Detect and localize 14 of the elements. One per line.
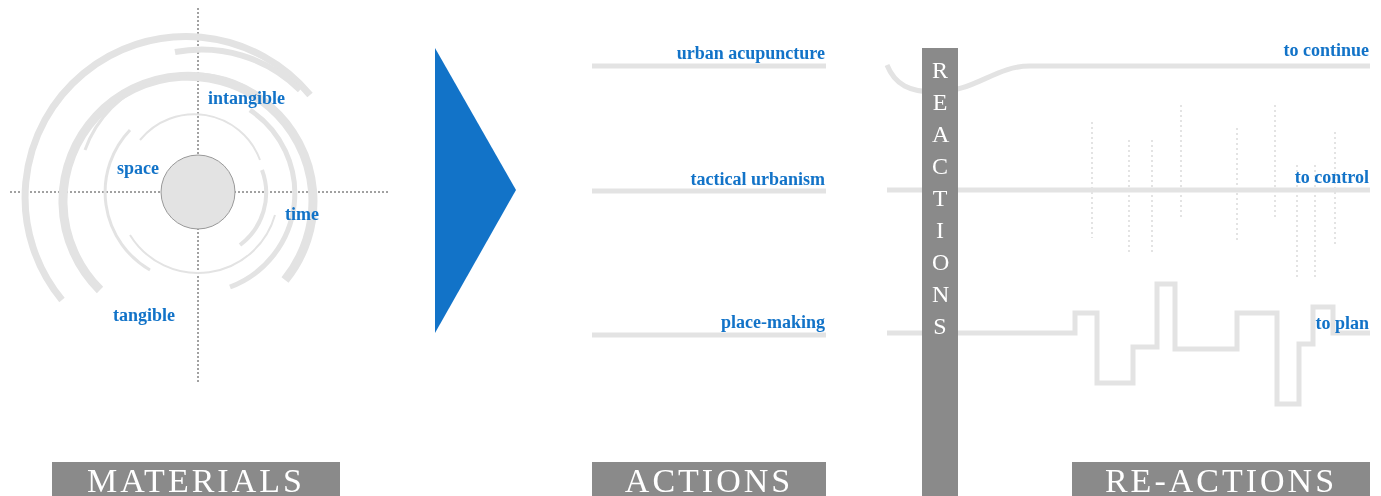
label-text: urban acupuncture (676, 43, 825, 63)
label-text: to continue (1283, 40, 1369, 60)
label-text: tangible (113, 305, 175, 325)
label-text: to plan (1315, 313, 1369, 333)
section-title-band: ACTIONS (592, 462, 826, 496)
vertical-title-band: REACTIONS (922, 48, 958, 496)
label-text: time (285, 204, 319, 224)
label-text: to control (1294, 167, 1369, 187)
section-title-band: RE-ACTIONS (1072, 462, 1370, 496)
section-title-band: MATERIALS (52, 462, 340, 496)
label-text: tactical urbanism (690, 169, 825, 189)
label-text: place-making (721, 312, 825, 332)
label-text: space (117, 158, 159, 178)
label-text: intangible (208, 88, 286, 108)
